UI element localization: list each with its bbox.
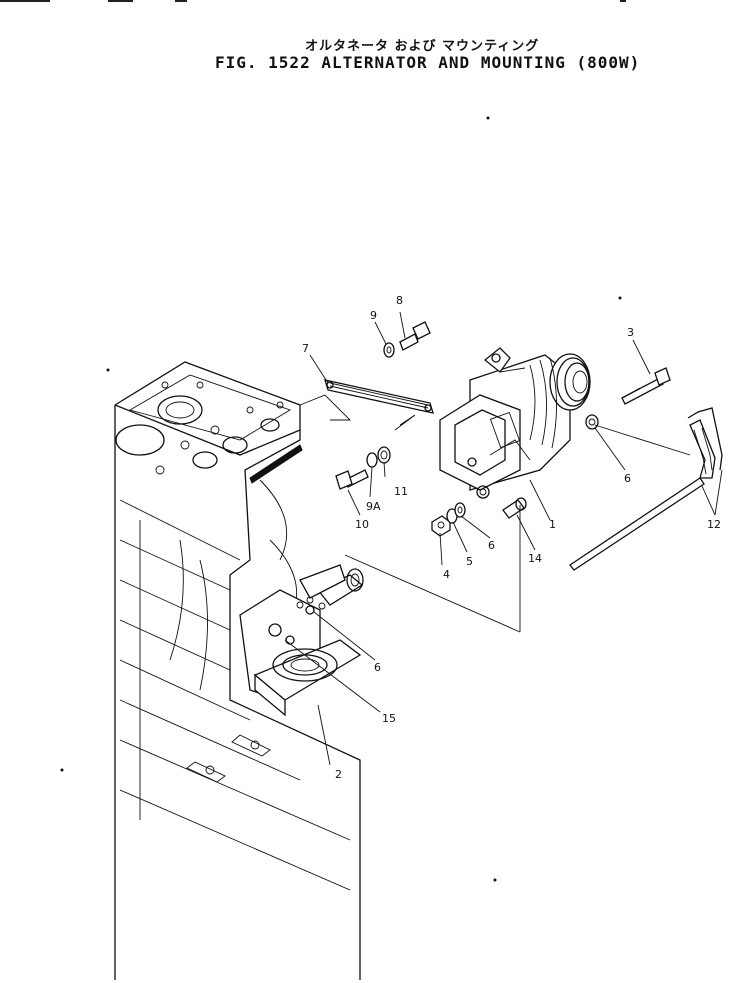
callout-6-right: 6 xyxy=(624,472,631,485)
callout-4: 4 xyxy=(443,568,450,581)
callout-8: 8 xyxy=(396,294,403,307)
callout-9: 9 xyxy=(370,309,377,322)
alternator xyxy=(439,347,591,499)
callout-5: 5 xyxy=(466,555,473,568)
callout-1: 1 xyxy=(549,518,556,531)
mounting-bracket xyxy=(239,564,364,717)
callout-2: 2 xyxy=(335,768,342,781)
callout-11: 11 xyxy=(394,485,408,498)
figure-title: FIG. 1522 ALTERNATOR AND MOUNTING (800W) xyxy=(215,53,641,72)
callout-3: 3 xyxy=(627,326,634,339)
leader-lines xyxy=(284,311,723,766)
callout-9a: 9A xyxy=(366,500,381,513)
header-rule-1 xyxy=(0,0,50,2)
v-belt xyxy=(569,407,723,571)
callout-6-middle: 6 xyxy=(488,539,495,552)
callout-12: 12 xyxy=(707,518,721,531)
callout-15: 15 xyxy=(382,712,396,725)
header-rule-4 xyxy=(620,0,626,2)
engine-block xyxy=(114,361,361,980)
adjusting-strap xyxy=(299,379,434,431)
figure-title-japanese: オルタネータ および マウンティング xyxy=(305,39,540,54)
callout-10: 10 xyxy=(355,518,369,531)
callout-7: 7 xyxy=(302,342,309,355)
header-rule-3 xyxy=(175,0,187,2)
callout-labels: 1 2 3 4 5 6 6 6 7 8 9 9A 10 11 12 14 15 xyxy=(302,294,721,781)
callout-14: 14 xyxy=(528,552,542,565)
header-rule-2 xyxy=(108,0,133,2)
scan-specks xyxy=(60,116,622,882)
callout-6-bracket: 6 xyxy=(374,661,381,674)
hardware-parts xyxy=(335,321,671,537)
